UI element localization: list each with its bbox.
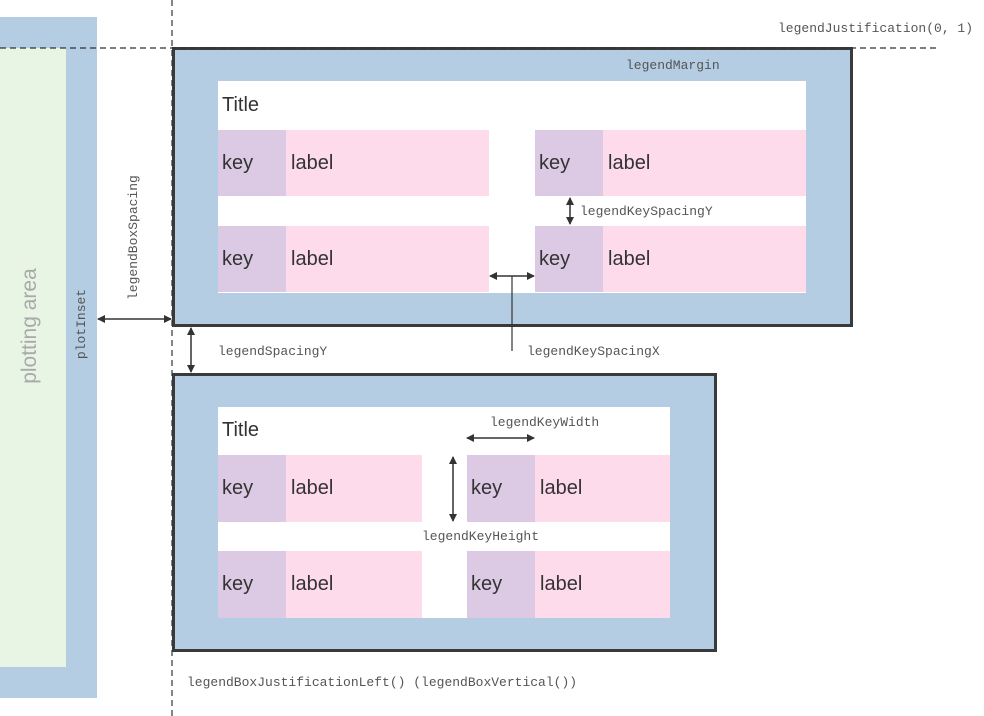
legend-box-justification-label: legendBoxJustificationLeft() (legendBoxV… bbox=[187, 675, 578, 690]
legend-2-label-2: label bbox=[535, 455, 670, 522]
legend-1-key-3: key bbox=[218, 226, 286, 292]
legend-key-width-label: legendKeyWidth bbox=[490, 415, 600, 430]
legend-1-key-1: key bbox=[218, 130, 286, 196]
legend-spacing-y-label: legendSpacingY bbox=[218, 344, 328, 359]
legend-2-key-3: key bbox=[218, 551, 286, 618]
legend-margin-label: legendMargin bbox=[626, 58, 720, 73]
legend-key-spacing-y-label: legendKeySpacingY bbox=[580, 204, 713, 219]
legend-1-label-3: label bbox=[286, 226, 489, 292]
plotting-area bbox=[0, 48, 66, 667]
legend-justification-label: legendJustification(0, 1) bbox=[778, 21, 974, 36]
legend-1-key-4: key bbox=[535, 226, 603, 292]
legend-1-key-2: key bbox=[535, 130, 603, 196]
legend-2-label-1: label bbox=[286, 455, 422, 522]
legend-1-label-2: label bbox=[603, 130, 806, 196]
legend-2-key-1: key bbox=[218, 455, 286, 522]
legend-key-height-label: legendKeyHeight bbox=[422, 529, 540, 544]
legend-1-title: Title bbox=[222, 94, 260, 116]
legend-2-title: Title bbox=[222, 419, 260, 441]
legend-key-spacing-x-label: legendKeySpacingX bbox=[527, 344, 660, 359]
legend-1-label-1: label bbox=[286, 130, 489, 196]
legend-2-label-3: label bbox=[286, 551, 422, 618]
legend-2-label-4: label bbox=[535, 551, 670, 618]
legend-2-key-2: key bbox=[467, 455, 535, 522]
legend-2-key-4: key bbox=[467, 551, 535, 618]
legend-1-label-4: label bbox=[603, 226, 806, 292]
